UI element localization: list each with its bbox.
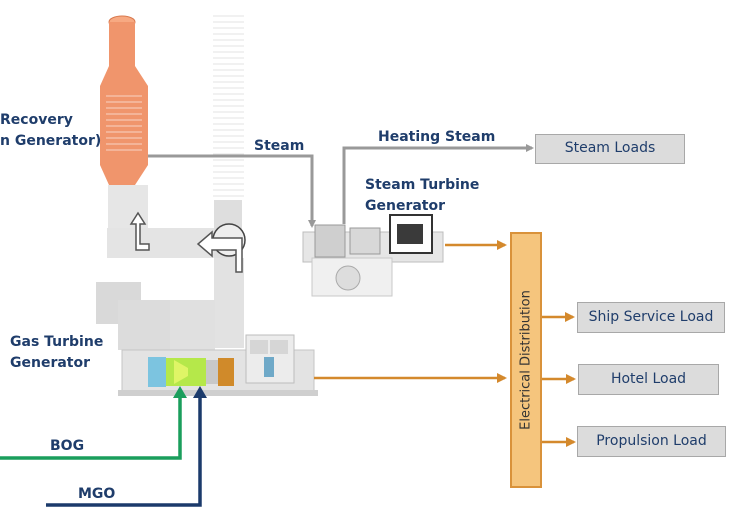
steam-line [148,154,316,228]
gas-turbine-label-line1: Gas Turbine [10,334,104,350]
gas-turbine-label-line2: Generator [10,355,91,371]
bog-label: BOG [50,438,85,454]
hrsg-stack [100,15,148,185]
mgo-arrow-icon [193,386,207,398]
exhaust-ducting [96,185,244,352]
steam-turbine-label-line2: Generator [365,198,446,214]
mgo-label: MGO [78,486,116,502]
exhaust-turn-arrow-icon [196,230,243,273]
steam-turbine-equipment [302,214,444,297]
exhaust-up-arrow-icon [129,211,150,251]
propulsion-load-box: Propulsion Load [577,426,726,457]
bog-arrow-icon [173,386,187,398]
gas-turbine-package [118,334,318,396]
steam-loads-box: Steam Loads [535,134,685,164]
ship-service-load-box: Ship Service Load [577,302,725,333]
hrsg-label-line2: n Generator) [0,133,102,149]
electrical-distribution-label: Electrical Distribution [518,290,534,430]
bog-fuel-line [0,396,182,460]
mgo-fuel-line [46,396,202,507]
steam-turbine-label-line1: Steam Turbine [365,177,480,193]
hotel-load-box: Hotel Load [578,364,719,395]
hrsg-label-line1: Recovery [0,112,73,128]
exhaust-chimney [213,15,244,197]
heating-steam-line [342,144,534,224]
heating-steam-label: Heating Steam [378,129,496,145]
electrical-distribution-bus: Electrical Distribution [510,232,542,488]
steam-label: Steam [254,138,305,154]
